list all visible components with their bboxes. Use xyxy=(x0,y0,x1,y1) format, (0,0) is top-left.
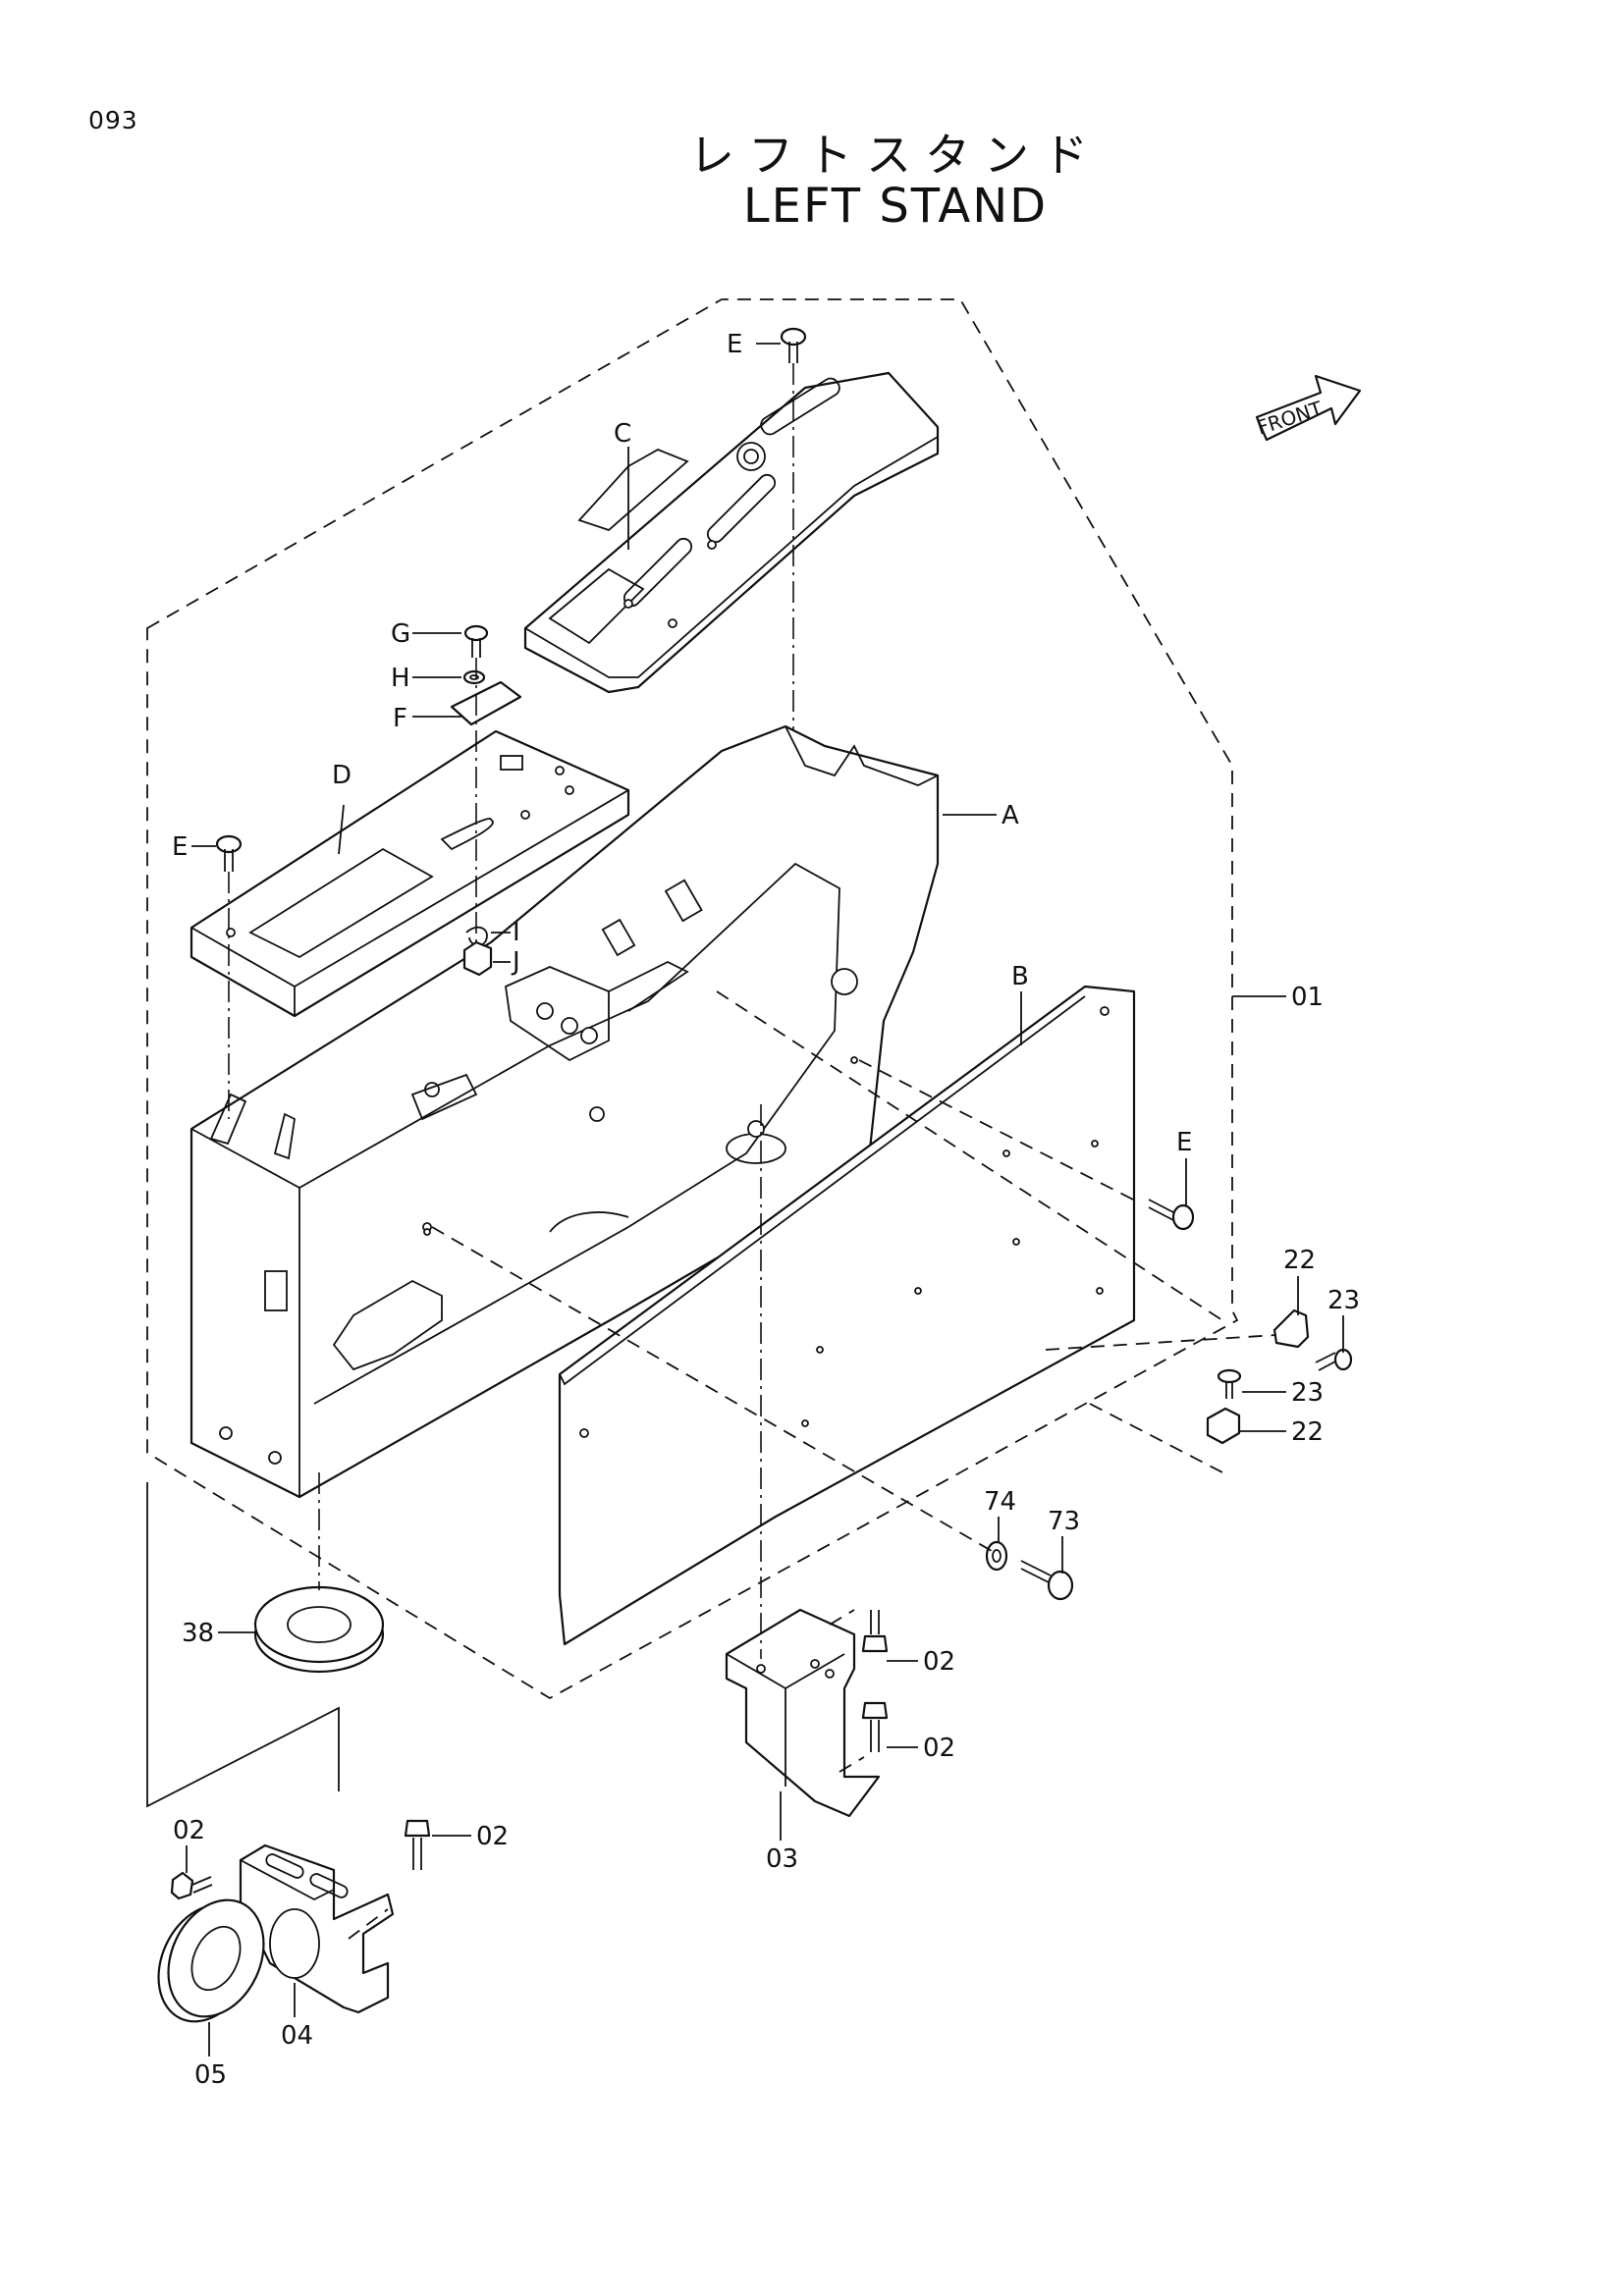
assembly-boundary xyxy=(146,298,1239,1700)
part-03-bracket xyxy=(725,1608,881,1818)
bolt-e-left-icon xyxy=(215,834,243,872)
part-04-bracket xyxy=(239,1843,395,2014)
callout-i: I xyxy=(513,918,520,947)
nut-j-icon xyxy=(462,940,493,977)
title-english: LEFT STAND xyxy=(742,179,1049,234)
bolt-e-top-icon xyxy=(780,327,807,363)
callout-e-left: E xyxy=(172,832,188,862)
clip-22-lower-icon xyxy=(1206,1407,1241,1445)
phantom-line-2 xyxy=(858,1059,1140,1203)
part-38-seal xyxy=(253,1585,385,1674)
bolt-02-a-icon xyxy=(861,1610,889,1653)
callout-c: C xyxy=(614,419,631,449)
bolt-02-c-icon xyxy=(404,1819,431,1870)
callout-01: 01 xyxy=(1291,983,1324,1012)
screw-23-upper-icon xyxy=(1315,1348,1353,1371)
front-label: FRONT xyxy=(1254,397,1326,440)
callout-f: F xyxy=(393,704,407,733)
callout-05: 05 xyxy=(194,2060,227,2090)
callout-03: 03 xyxy=(766,1844,798,1874)
leader-d xyxy=(338,804,345,855)
phantom-line-7 xyxy=(839,1756,865,1773)
phantom-line-3 xyxy=(431,1226,993,1552)
callout-04: 04 xyxy=(281,2021,313,2051)
part-d-top-plate xyxy=(189,729,630,1018)
callout-73: 73 xyxy=(1048,1507,1080,1536)
bolt-e-right-icon xyxy=(1148,1199,1195,1231)
part-b-side-plate xyxy=(558,985,1136,1646)
front-arrow-icon: FRONT xyxy=(1254,374,1362,442)
page-number: 093 xyxy=(88,106,138,134)
callout-a: A xyxy=(1001,801,1019,830)
callout-23-upper: 23 xyxy=(1327,1286,1360,1315)
bolt-02-d-icon xyxy=(170,1871,213,1900)
callout-38: 38 xyxy=(182,1619,214,1648)
title-japanese: レフトスタンド xyxy=(689,129,1102,182)
bracket-outline-05 xyxy=(146,1482,340,1808)
phantom-line-1 xyxy=(716,990,1223,1321)
callout-d: D xyxy=(332,761,352,790)
part-c-top-cover xyxy=(523,371,940,694)
callout-02-b: 02 xyxy=(923,1734,955,1763)
callout-02-a: 02 xyxy=(923,1647,955,1677)
part-f-plate xyxy=(450,680,522,726)
clip-22-upper-icon xyxy=(1272,1308,1310,1349)
callout-22-upper: 22 xyxy=(1283,1246,1316,1275)
screw-23-lower-icon xyxy=(1217,1368,1242,1399)
part-05-seal xyxy=(157,1898,265,2023)
callout-22-lower: 22 xyxy=(1291,1417,1324,1447)
callout-e-right: E xyxy=(1176,1128,1192,1157)
washer-h-icon xyxy=(462,669,486,685)
callout-h: H xyxy=(391,664,410,693)
phantom-line-5 xyxy=(1089,1403,1223,1473)
washer-74-icon xyxy=(985,1540,1008,1572)
callout-e-top: E xyxy=(727,330,742,359)
bolt-g-icon xyxy=(463,624,489,658)
bolt-02-b-icon xyxy=(861,1701,889,1752)
callout-j: J xyxy=(511,947,520,977)
callout-02-d: 02 xyxy=(173,1816,205,1845)
callout-g: G xyxy=(391,619,410,649)
callout-74: 74 xyxy=(984,1487,1016,1517)
phantom-line-4 xyxy=(1045,1334,1277,1351)
phantom-line-8 xyxy=(348,1908,389,1940)
callout-23-lower: 23 xyxy=(1291,1378,1324,1408)
part-a-main-frame xyxy=(189,724,940,1499)
phantom-line-6 xyxy=(829,1609,855,1626)
callout-02-c: 02 xyxy=(476,1822,509,1851)
bolt-73-icon xyxy=(1020,1560,1074,1601)
callout-b: B xyxy=(1011,962,1029,991)
